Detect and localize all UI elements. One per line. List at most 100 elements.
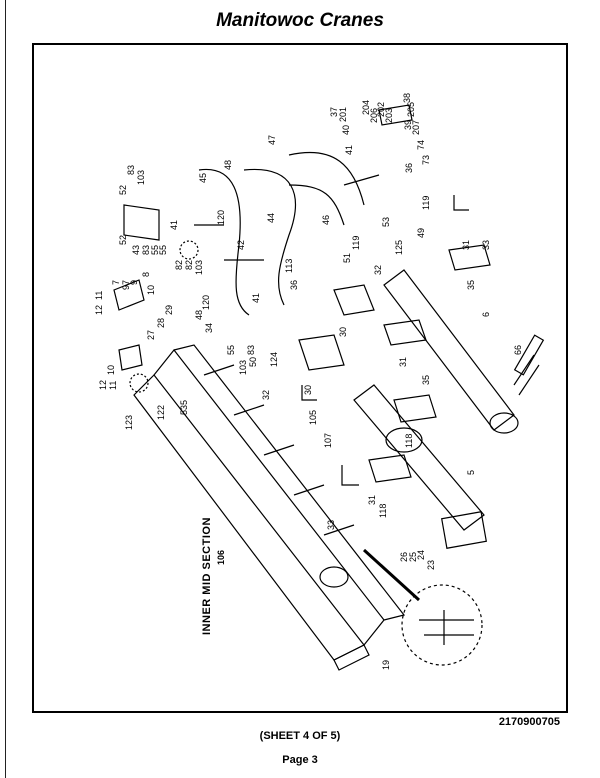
callout-103-a: 103 <box>136 170 146 185</box>
callout-120-b: 120 <box>201 295 211 310</box>
callout-31-a: 31 <box>461 240 471 250</box>
callout-113: 113 <box>284 259 294 273</box>
callout-45: 45 <box>198 173 208 183</box>
page-edge-rule <box>5 0 6 778</box>
callout-39: 39 <box>403 120 413 130</box>
callout-44: 44 <box>266 213 276 223</box>
callout-41-b: 41 <box>251 293 261 303</box>
callout-82-a: 82 <box>174 260 184 270</box>
callout-8: 8 <box>141 272 151 277</box>
callout-52-b: 52 <box>118 235 128 245</box>
callout-119-a: 119 <box>351 236 361 250</box>
callout-11-b: 11 <box>108 381 118 390</box>
callout-6: 6 <box>481 312 491 317</box>
callout-33-a: 33 <box>326 520 336 530</box>
callout-41-c: 41 <box>344 145 354 155</box>
callout-31-b: 31 <box>398 357 408 367</box>
callout-207: 207 <box>411 120 421 135</box>
callout-201: 201 <box>338 107 348 122</box>
callout-82-b: 82 <box>184 260 194 270</box>
callout-29: 29 <box>164 305 174 315</box>
callout-30-a: 30 <box>338 327 348 337</box>
callout-27: 27 <box>146 330 156 340</box>
hydraulic-hoses <box>194 151 380 316</box>
callout-38: 38 <box>402 93 412 103</box>
mounting-brackets <box>113 104 413 393</box>
callout-118-b: 118 <box>378 504 388 518</box>
callout-74: 74 <box>416 140 426 150</box>
boom-section-106 <box>133 344 406 671</box>
callout-204: 204 <box>361 100 371 115</box>
detail-view <box>362 548 483 666</box>
callout-206: 206 <box>369 108 379 123</box>
callout-73: 73 <box>421 155 431 165</box>
page-number: Page 3 <box>282 754 318 766</box>
callout-106-main: 106 <box>216 550 226 565</box>
callout-97: 97 <box>121 280 131 290</box>
callout-66: 66 <box>513 345 523 355</box>
callout-52-a: 52 <box>118 185 128 195</box>
callout-535: 535 <box>179 400 189 415</box>
callout-36-b: 36 <box>289 280 299 290</box>
callout-118-a: 118 <box>404 434 414 448</box>
callout-123: 123 <box>124 415 134 430</box>
callout-48-a: 48 <box>223 160 233 170</box>
callout-107: 107 <box>323 433 333 448</box>
section-label: INNER MID SECTION <box>201 517 213 635</box>
callout-24: 24 <box>416 550 426 560</box>
callout-55-b: 55 <box>226 345 236 355</box>
callout-37: 37 <box>329 107 339 117</box>
callout-31-c: 31 <box>367 495 377 505</box>
sheet-label: (SHEET 4 OF 5) <box>259 730 341 742</box>
wear-pads <box>298 244 491 483</box>
callout-124: 124 <box>269 352 279 367</box>
callout-12-a: 12 <box>94 305 104 315</box>
callout-35-a: 35 <box>466 280 476 290</box>
callout-120-a: 120 <box>216 210 226 225</box>
callout-202: 202 <box>376 102 386 117</box>
callout-numbers: 106 5 6 66 107 105 118 118 33 33 31 31 3… <box>94 93 523 670</box>
callout-32-b: 32 <box>261 390 271 400</box>
callout-10-a: 10 <box>146 285 156 295</box>
callout-30-b: 30 <box>303 385 313 395</box>
callout-11-a: 11 <box>94 291 104 300</box>
callout-83-b: 83 <box>141 245 151 255</box>
callout-25: 25 <box>408 552 418 562</box>
callout-10-b: 10 <box>106 365 116 375</box>
callout-7: 7 <box>111 280 121 285</box>
callout-46: 46 <box>321 215 331 225</box>
callout-12-b: 12 <box>98 380 108 390</box>
callout-9: 9 <box>129 280 139 285</box>
callout-5: 5 <box>466 470 476 475</box>
callout-23: 23 <box>426 560 436 570</box>
callout-26: 26 <box>399 552 409 562</box>
cylinder-5 <box>353 384 487 549</box>
callout-51: 51 <box>342 253 352 263</box>
callout-55-c: 55 <box>150 245 160 255</box>
callout-55-a: 55 <box>158 245 168 255</box>
callout-47: 47 <box>267 135 277 145</box>
callout-28: 28 <box>156 318 166 328</box>
callout-19: 19 <box>381 660 391 670</box>
callout-41-a: 41 <box>169 220 179 230</box>
callout-119-b: 119 <box>421 196 431 210</box>
callout-105: 105 <box>308 410 318 425</box>
callout-49: 49 <box>416 228 426 238</box>
parts-diagram: 106 5 6 66 107 105 118 118 33 33 31 31 3… <box>94 93 545 671</box>
callout-36-a: 36 <box>404 163 414 173</box>
drawing-number: 2170900705 <box>498 716 560 728</box>
callout-42: 42 <box>236 240 246 250</box>
callout-83-c: 83 <box>246 345 256 355</box>
callout-40: 40 <box>341 125 351 135</box>
group-leaders <box>301 195 469 486</box>
callout-32-a: 32 <box>373 265 383 275</box>
callout-53: 53 <box>381 217 391 227</box>
callout-83-a: 83 <box>126 165 136 175</box>
callout-50: 50 <box>248 357 258 367</box>
callout-34: 34 <box>204 323 214 333</box>
callout-48-b: 48 <box>194 310 204 320</box>
page-title: Manitowoc Cranes <box>216 10 384 31</box>
callout-35-b: 35 <box>421 375 431 385</box>
drawing-frame: 106 5 6 66 107 105 118 118 33 33 31 31 3… <box>32 43 568 713</box>
callout-43: 43 <box>131 245 141 255</box>
